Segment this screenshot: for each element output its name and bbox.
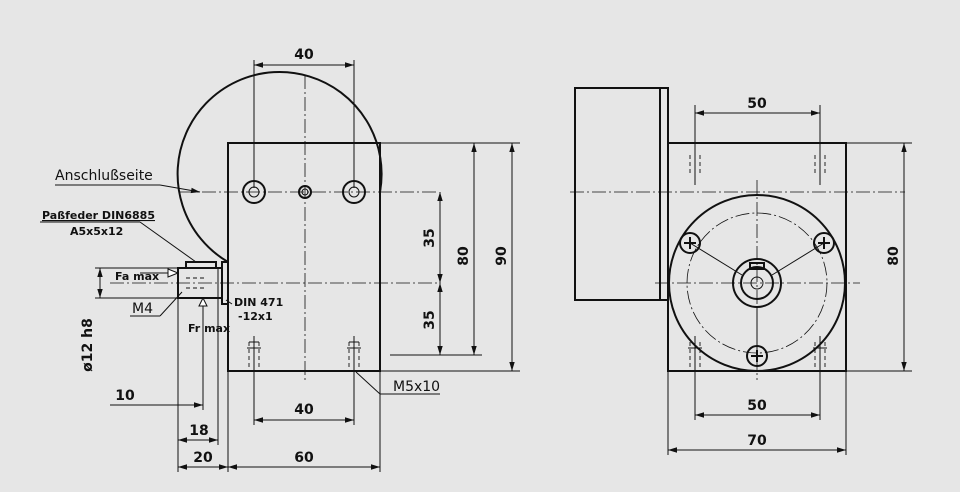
dim-overall-height: 90	[494, 246, 510, 266]
label-key-spec: Paßfeder DIN6885	[42, 209, 155, 222]
dim-right-top-width: 50	[747, 96, 767, 112]
shaft-hub	[732, 258, 782, 308]
side-view: 40 40 60 20 18 10 35 35 80 90 ø12 h8 Ans…	[40, 47, 520, 472]
label-shaft-diameter: ø12 h8	[80, 318, 96, 372]
dim-body-width: 60	[294, 450, 314, 466]
shaft-key	[185, 261, 217, 269]
right-threaded-hole-right	[813, 336, 827, 380]
threaded-hole-left	[247, 336, 261, 380]
gearbox-body	[227, 142, 381, 372]
label-mount-thread: M5x10	[393, 379, 440, 395]
dim-shaft-offset: 10	[115, 388, 135, 404]
right-threaded-hole-left	[688, 336, 702, 380]
label-radial-force: Fr max	[188, 322, 230, 335]
motor-block	[574, 87, 661, 301]
label-circlip-spec: DIN 471	[234, 296, 283, 309]
screw-left	[679, 232, 701, 254]
dim-right-bottom-width: 50	[747, 398, 767, 414]
screw-bottom	[746, 345, 768, 367]
dim-body-height: 80	[456, 246, 472, 266]
screw-right	[813, 232, 835, 254]
label-key-size: A5x5x12	[70, 225, 123, 238]
dim-half-height-top: 35	[422, 228, 438, 247]
dim-half-height-bottom: 35	[422, 310, 438, 329]
output-flange	[668, 194, 846, 372]
dim-bottom-width: 40	[294, 402, 314, 418]
dim-top-width: 40	[294, 47, 314, 63]
label-circlip-size: -12x1	[238, 310, 273, 323]
label-thread-shaft: M4	[132, 301, 153, 317]
dim-shaft-length: 20	[193, 450, 213, 466]
dim-right-overall-width: 70	[747, 433, 767, 449]
label-connection-side: Anschlußseite	[55, 168, 153, 184]
motor-outline	[176, 71, 383, 263]
dim-right-height: 80	[886, 246, 902, 266]
center-hole	[298, 185, 312, 199]
dim-shaft-length2: 18	[189, 423, 208, 439]
threaded-hole-right	[347, 336, 361, 380]
label-axial-force: Fa max	[115, 270, 159, 283]
front-view: 50 50 70 80	[570, 87, 912, 455]
